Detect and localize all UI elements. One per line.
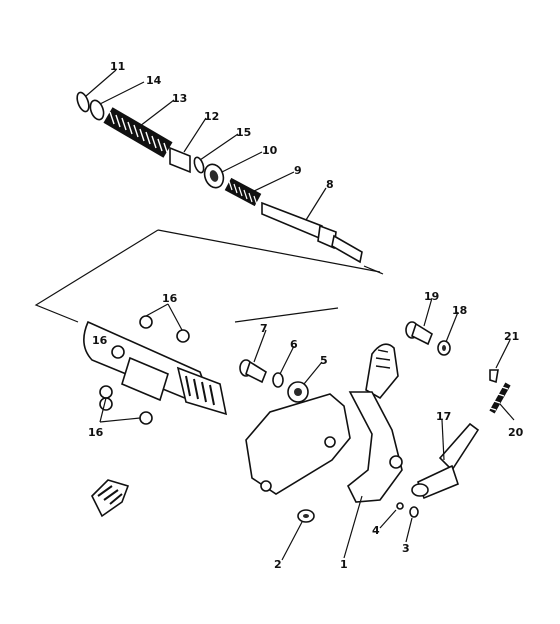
callout-21: 21: [504, 330, 519, 343]
pin-circle: [176, 329, 190, 343]
callout-17: 17: [436, 410, 451, 423]
callout-19: 19: [424, 290, 439, 303]
callout-7: 7: [260, 322, 268, 335]
callout-5: 5: [320, 354, 328, 367]
callout-3: 3: [402, 542, 410, 555]
callout-1: 1: [340, 558, 348, 571]
callout-11: 11: [110, 60, 125, 73]
pin-circle: [99, 385, 113, 399]
callout-8: 8: [326, 178, 334, 191]
snap-ring-11: [76, 91, 90, 113]
pin-21: [489, 369, 499, 384]
spring-20: [489, 382, 511, 414]
callout-9: 9: [294, 164, 302, 177]
shift-shaft-assembly: [76, 91, 363, 264]
bolt-19: [405, 321, 433, 346]
callout-labels: 11 14 13 12 15 10 9 8 16 16 16 7 6 5 19 …: [88, 60, 524, 571]
callout-12: 12: [204, 110, 219, 123]
callout-6: 6: [290, 338, 298, 351]
pin-circle: [139, 315, 153, 329]
washer-6: [272, 372, 284, 388]
collar-12: [169, 146, 191, 174]
clip-4: [396, 502, 404, 510]
washer-14: [89, 99, 105, 121]
shift-arm-17: [411, 422, 480, 500]
callout-15: 15: [236, 126, 251, 139]
washer-15: [193, 156, 205, 174]
callout-4: 4: [372, 524, 380, 537]
pin-circle: [111, 345, 125, 359]
callout-16a: 16: [162, 292, 178, 305]
cover-plate: [245, 381, 351, 495]
shift-drum-16: [83, 315, 228, 425]
small-bracket: [91, 479, 130, 518]
shift-pedal-1: [346, 343, 403, 503]
callout-10: 10: [262, 144, 278, 157]
assembly-frame-lines: [34, 229, 384, 323]
callout-2: 2: [274, 558, 282, 571]
callout-20: 20: [508, 426, 524, 439]
pin-circle: [139, 411, 153, 425]
callout-16c: 16: [88, 426, 104, 439]
shaft-8: [261, 201, 363, 264]
leader-lines: [85, 69, 515, 561]
bolt-7: [239, 359, 267, 384]
nut-3: [409, 506, 419, 518]
spring-9: [224, 177, 262, 207]
spring-13: [103, 107, 173, 158]
callout-18: 18: [452, 304, 467, 317]
callout-14: 14: [146, 74, 162, 87]
callout-13: 13: [172, 92, 187, 105]
callout-16b: 16: [92, 334, 108, 347]
